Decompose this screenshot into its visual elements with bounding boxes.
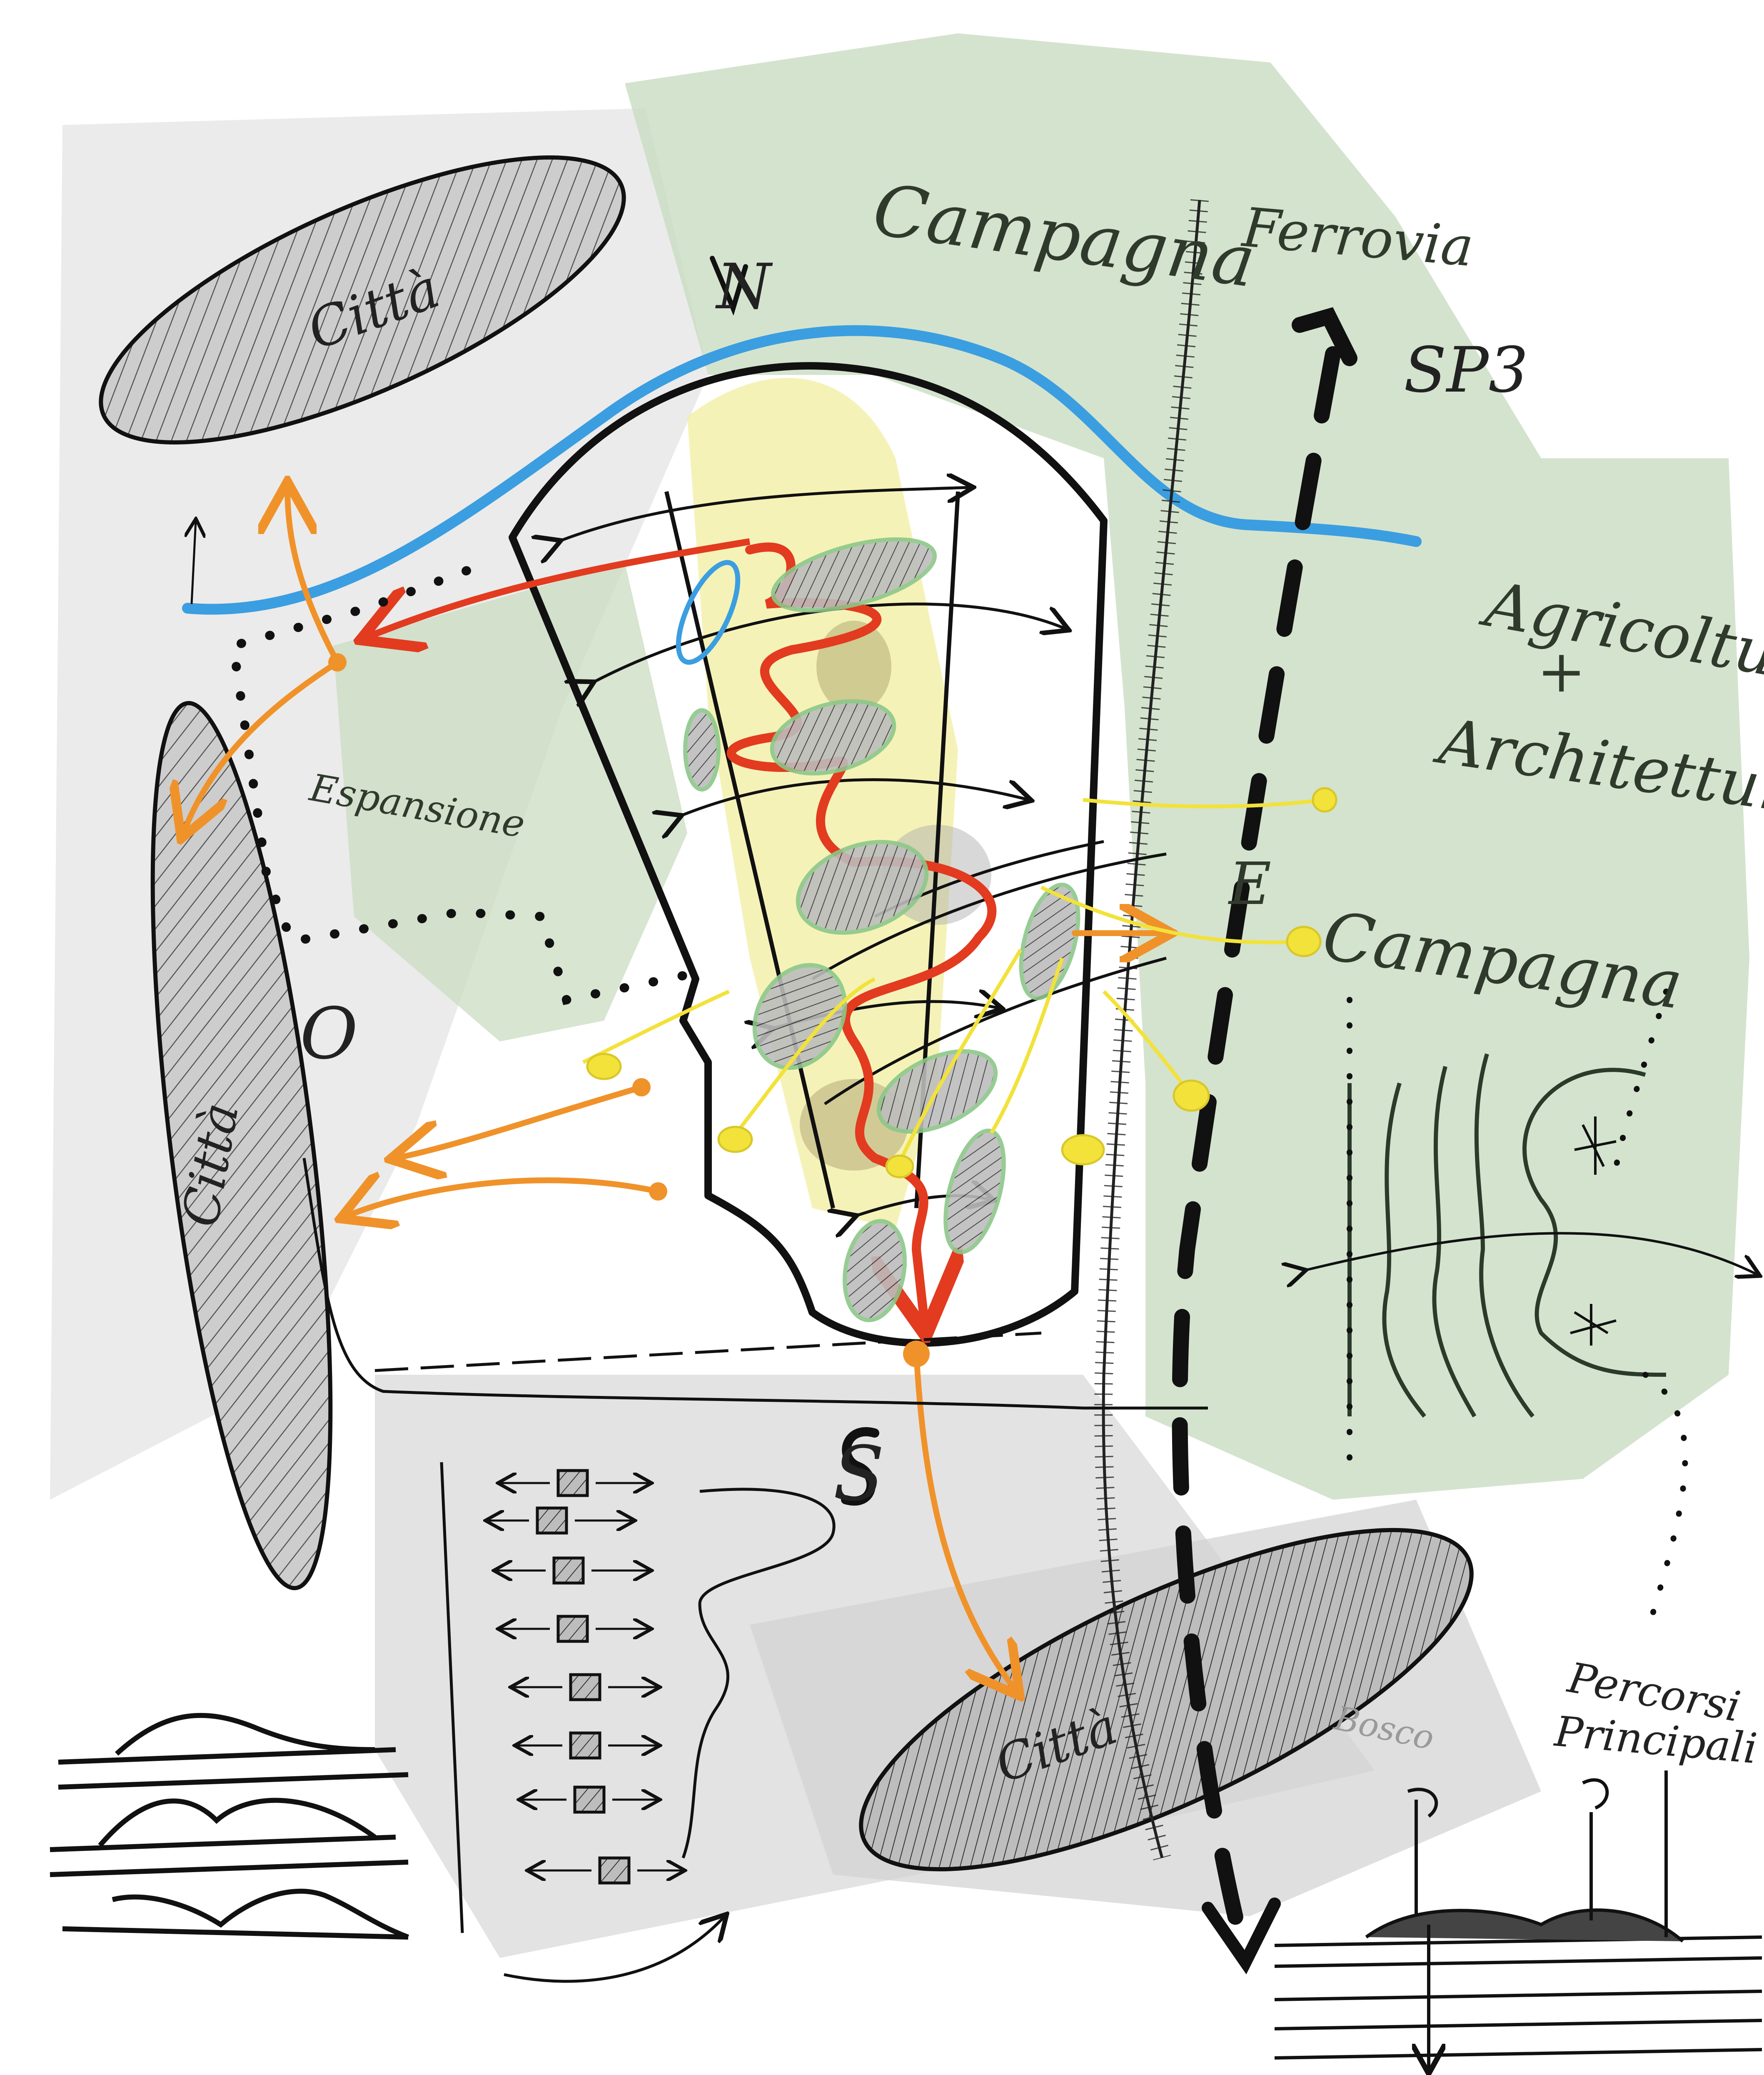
site-dashed-edge <box>375 1333 1041 1371</box>
label-west: O <box>300 993 358 1075</box>
terrain-sections <box>50 1715 408 1937</box>
label-north: N <box>715 251 773 323</box>
label-east: E <box>1228 850 1271 918</box>
label-plus: + <box>1537 638 1586 706</box>
label-road: SP3 <box>1404 334 1528 407</box>
label-south: S <box>833 1431 884 1518</box>
